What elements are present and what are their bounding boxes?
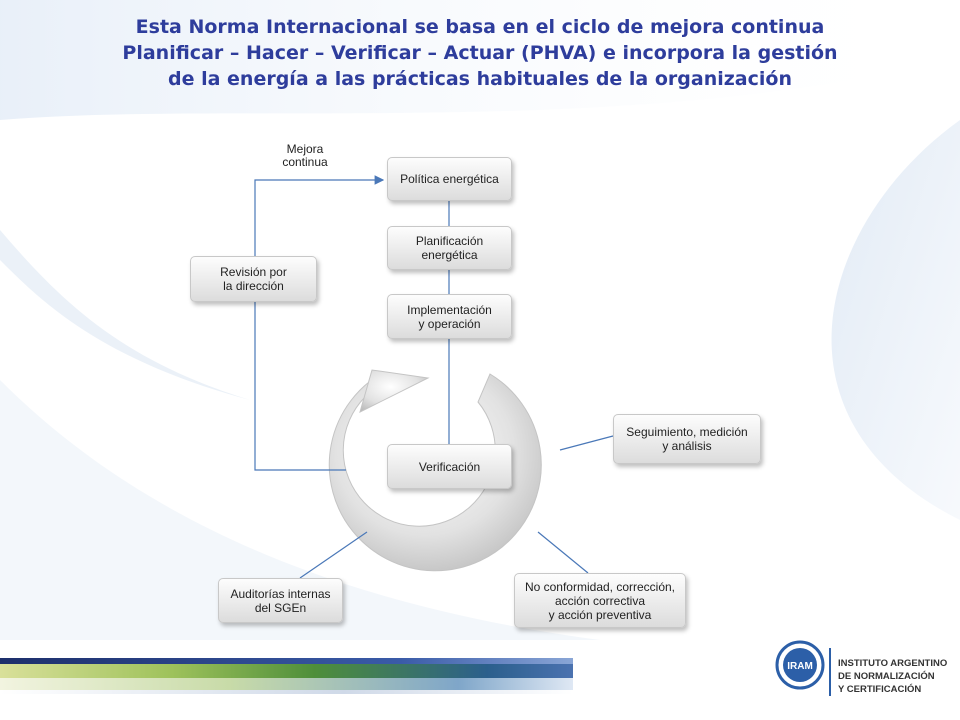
footer-stripe-bottom <box>0 678 573 690</box>
iram-logo-icon: IRAM <box>775 640 825 690</box>
box-seguimiento-medicion: Seguimiento, medición y análisis <box>613 414 761 464</box>
footer-stripe-shadow <box>0 690 573 694</box>
logo-line-2: DE NORMALIZACIÓN <box>838 671 935 682</box>
box-planificacion-energetica: Planificación energética <box>387 226 512 270</box>
mejora-continua-label: Mejora continua <box>282 142 328 169</box>
box-no-conformidad: No conformidad, corrección, acción corre… <box>514 573 686 628</box>
logo-line-1: INSTITUTO ARGENTINO <box>838 658 948 669</box>
iram-logo-text: INSTITUTO ARGENTINO DE NORMALIZACIÓN Y C… <box>838 657 947 696</box>
footer-stripe-middle <box>0 664 573 678</box>
box-politica-energetica: Política energética <box>387 157 512 201</box>
slide-title: Esta Norma Internacional se basa en el c… <box>40 14 920 92</box>
box-implementacion-operacion: Implementación y operación <box>387 294 512 339</box>
title-line-2: Planificar – Hacer – Verificar – Actuar … <box>122 42 838 64</box>
title-line-3: de la energía a las prácticas habituales… <box>167 68 792 90</box>
iram-logo-mark: IRAM <box>787 661 813 672</box>
box-revision-direccion: Revisión por la dirección <box>190 256 317 302</box>
cycle-arrow <box>328 369 542 572</box>
title-line-1: Esta Norma Internacional se basa en el c… <box>135 16 825 38</box>
box-verificacion: Verificación <box>387 444 512 489</box>
footer-stripe-top <box>0 658 573 664</box>
logo-line-3: Y CERTIFICACIÓN <box>838 684 922 695</box>
logo-divider <box>829 648 831 696</box>
box-auditorias-internas: Auditorías internas del SGEn <box>218 578 343 623</box>
